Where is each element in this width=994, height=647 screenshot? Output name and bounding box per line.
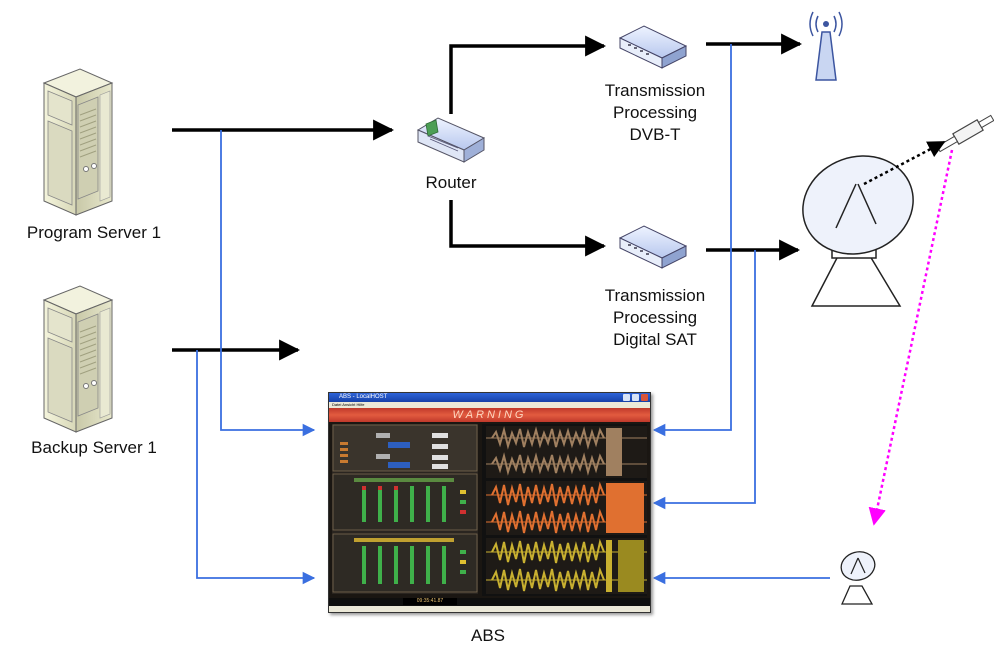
backup-server-label: Backup Server 1 <box>31 438 157 457</box>
abs-window-title: ABS - LocalHOST <box>339 394 388 400</box>
arrow-satellite-to-receiver <box>868 149 954 526</box>
feed-sat-to-abs <box>652 250 756 510</box>
tx-dvbt-line-3: DVB-T <box>629 125 681 144</box>
abs-window-menubar[interactable]: Datei Ansicht Hilfe <box>329 402 650 408</box>
abs-label: ABS <box>470 626 506 645</box>
tx-sat-line-2: Processing <box>612 308 698 327</box>
warning-banner: WARNING <box>329 408 650 422</box>
receive-dish-icon <box>840 551 876 605</box>
feed-program-to-abs <box>220 130 316 437</box>
tx-dvbt-label: Transmission Processing DVB-T <box>566 80 744 146</box>
tx-dvbt-line-1: Transmission <box>604 81 706 100</box>
tx-sat-label: Transmission Processing Digital SAT <box>566 285 744 351</box>
tx-dvbt-line-2: Processing <box>612 103 698 122</box>
router-label: Router <box>425 173 477 192</box>
arrow-router-to-dvbt <box>449 35 607 114</box>
satellite-icon <box>936 114 994 153</box>
abs-window-titlebar: ABS - LocalHOST <box>329 393 650 402</box>
program-server-label: Program Server 1 <box>26 223 162 242</box>
feed-backup-to-abs <box>196 350 316 585</box>
abs-window-footer <box>329 606 650 612</box>
abs-waveform-panel <box>482 424 647 596</box>
tx-dvbt-box-icon <box>618 25 688 69</box>
maximize-icon[interactable] <box>632 394 639 401</box>
tx-sat-line-1: Transmission <box>604 286 706 305</box>
router-icon <box>416 117 486 163</box>
tx-sat-line-3: Digital SAT <box>613 330 697 349</box>
abs-clock: 09:35:41.87 <box>403 598 457 605</box>
monitor-feed-arrows <box>196 44 830 585</box>
close-icon[interactable] <box>641 394 648 401</box>
abs-control-panel <box>332 424 478 594</box>
dvbt-antenna-icon <box>809 11 843 81</box>
main-flow-arrows <box>172 33 803 361</box>
feed-dvbt-to-abs <box>652 44 732 437</box>
minimize-icon[interactable] <box>623 394 630 401</box>
arrow-router-to-sat <box>449 200 607 257</box>
program-server-icon <box>42 68 114 216</box>
uplink-dish-icon <box>802 155 914 307</box>
tx-sat-box-icon <box>618 225 688 269</box>
abs-monitor-window: ABS - LocalHOST Datei Ansicht Hilfe WARN… <box>328 392 651 613</box>
backup-server-icon <box>42 285 114 433</box>
